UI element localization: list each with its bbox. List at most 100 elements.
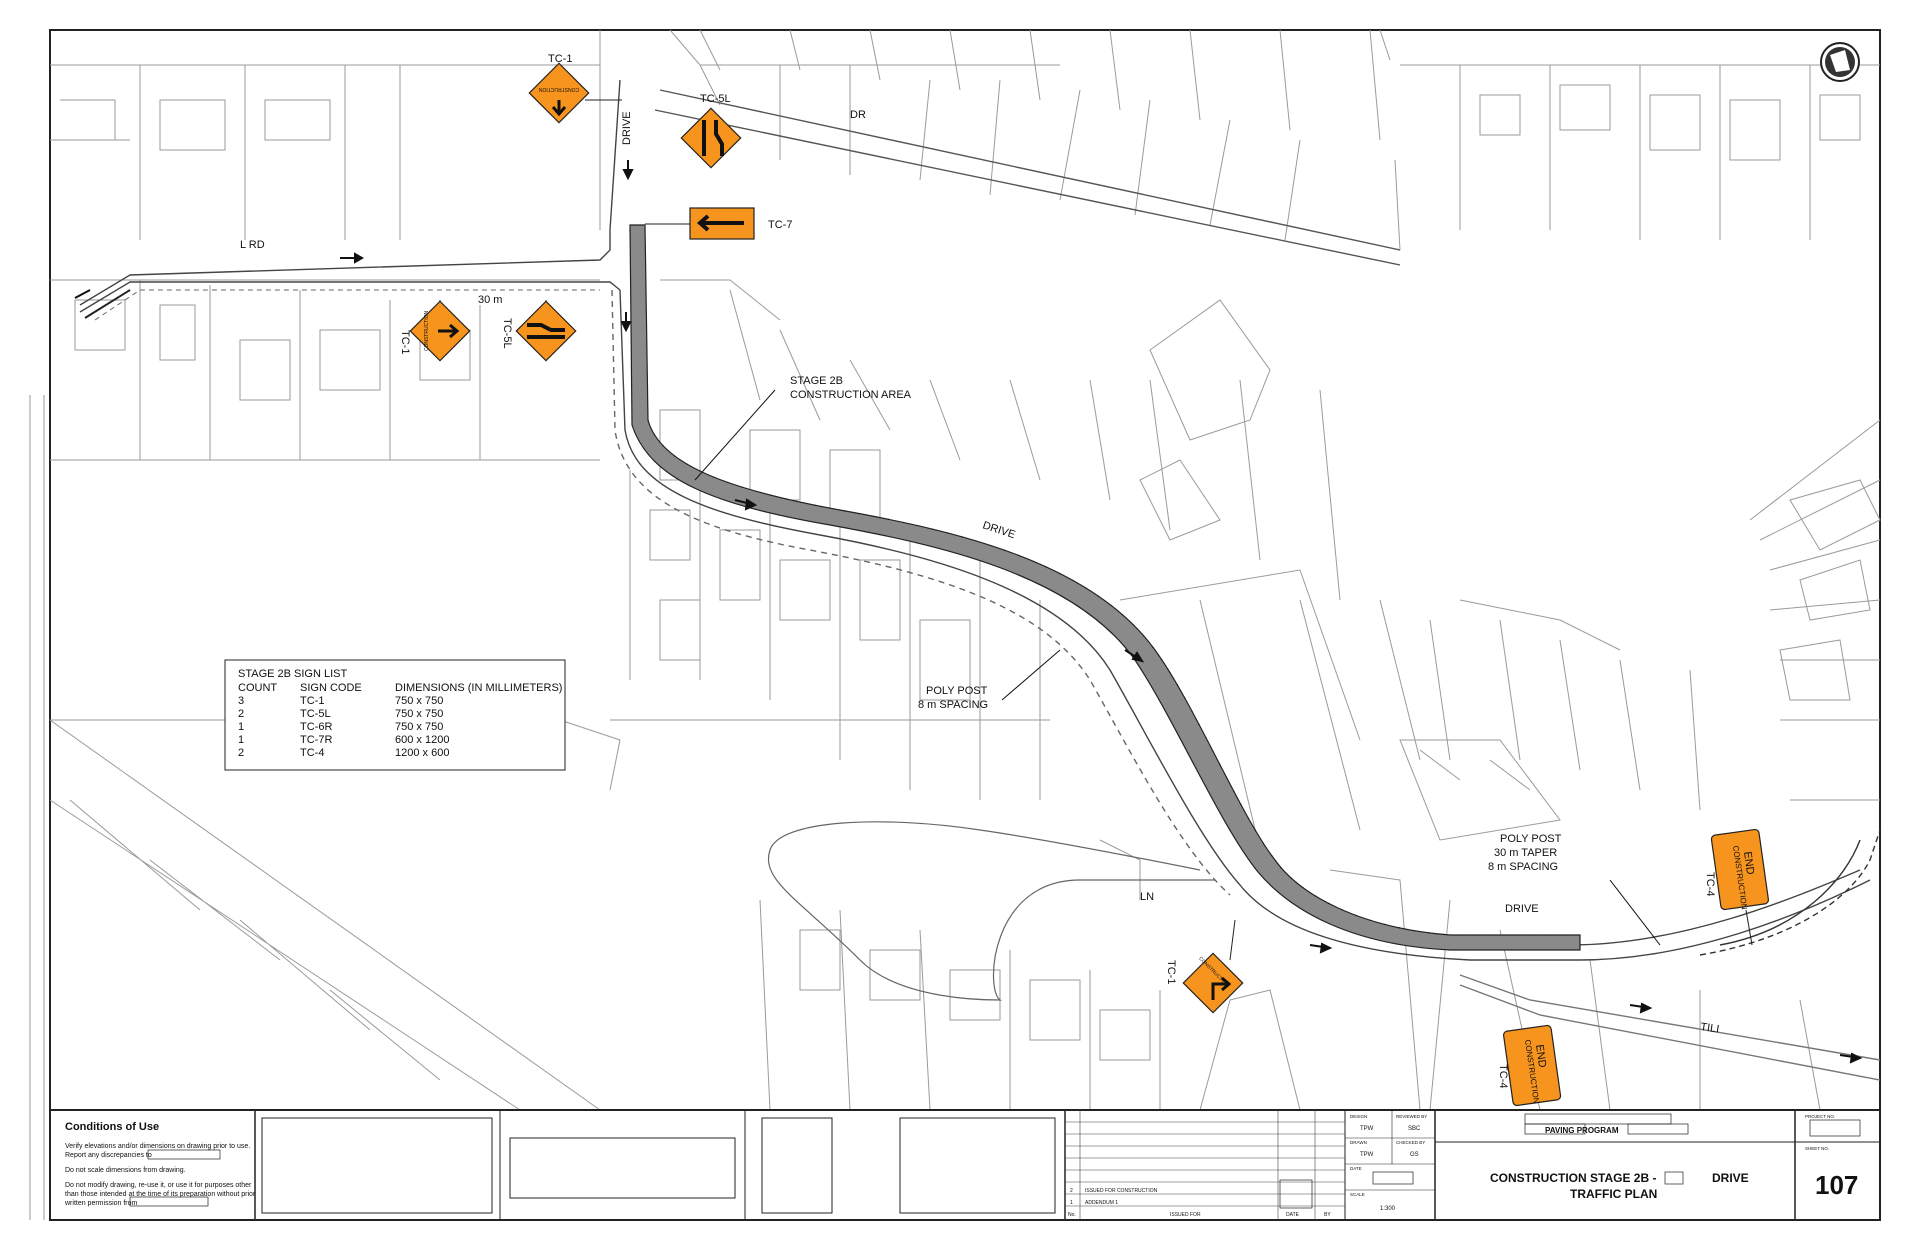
svg-text:TC-5L: TC-5L	[300, 708, 331, 720]
svg-text:TPW: TPW	[1360, 1126, 1374, 1132]
svg-text:TC-4: TC-4	[300, 747, 324, 759]
svg-text:DATE: DATE	[1350, 1166, 1362, 1171]
svg-text:than those intended at the tim: than those intended at the time of its p…	[65, 1191, 256, 1198]
sign-list-header-dims: DIMENSIONS (IN MILLIMETERS)	[395, 682, 562, 694]
svg-text:1: 1	[1070, 1200, 1073, 1206]
poly-post-right-label-1: POLY POST	[1500, 833, 1562, 845]
svg-text:TC-6R: TC-6R	[300, 721, 332, 733]
arrow-left-icon	[696, 214, 744, 232]
table-row: 1 TC-6R 750 x 750	[238, 721, 443, 733]
taper-dimension: 30 m	[478, 294, 502, 306]
drawing-title-line1: CONSTRUCTION STAGE 2B -	[1490, 1171, 1656, 1185]
road-label-l-rd: L RD	[240, 239, 265, 251]
drawing-title-line1b: DRIVE	[1712, 1171, 1749, 1185]
table-row: 3 TC-1 750 x 750	[238, 695, 443, 707]
svg-text:No.: No.	[1068, 1212, 1076, 1218]
svg-text:1: 1	[238, 734, 244, 746]
poly-post-right-label-3: 8 m SPACING	[1488, 861, 1558, 873]
revision-row-desc: ADDENDUM 1	[1085, 1200, 1118, 1206]
svg-text:1: 1	[238, 721, 244, 733]
svg-text:CHECKED BY: CHECKED BY	[1396, 1140, 1425, 1145]
svg-text:2: 2	[1070, 1188, 1073, 1194]
poly-post-right-label-2: 30 m TAPER	[1494, 847, 1557, 859]
svg-text:TC-7R: TC-7R	[300, 734, 332, 746]
svg-text:TC-7: TC-7	[768, 219, 792, 231]
svg-text:SBC: SBC	[1408, 1126, 1421, 1132]
stage-2b-construction-area	[629, 224, 1581, 951]
title-block	[50, 1109, 1880, 1220]
svg-text:SCALE: SCALE	[1350, 1192, 1365, 1197]
svg-text:1:300: 1:300	[1380, 1206, 1396, 1212]
svg-text:1200 x 600: 1200 x 600	[395, 747, 449, 759]
svg-text:750 x 750: 750 x 750	[395, 695, 443, 707]
sign-tc-7: TC-7	[645, 207, 792, 240]
svg-text:END: END	[1741, 851, 1756, 876]
svg-text:DATE: DATE	[1286, 1212, 1300, 1218]
sign-tc-5l-top: TC-5L	[680, 93, 742, 169]
road-label-lower-drive: DRIVE	[1505, 903, 1539, 915]
lane-shift-icon	[527, 323, 565, 339]
arrow-down-icon	[551, 100, 567, 117]
poly-post-mid-label-2: 8 m SPACING	[918, 699, 988, 711]
svg-text:GS: GS	[1410, 1152, 1419, 1158]
table-row: 2 TC-4 1200 x 600	[238, 747, 449, 759]
north-arrow-icon	[1820, 42, 1860, 82]
conditions-title: Conditions of Use	[65, 1121, 159, 1133]
svg-text:TC-5L: TC-5L	[700, 93, 731, 105]
sign-list-header-code: SIGN CODE	[300, 682, 362, 694]
sign-list-title: STAGE 2B SIGN LIST	[238, 668, 347, 680]
sign-tc-4-bottom: END CONSTRUCTION TC-4	[1497, 1024, 1562, 1107]
svg-text:CONSTRUCTION: CONSTRUCTION	[538, 86, 579, 92]
svg-text:ISSUED FOR: ISSUED FOR	[1170, 1212, 1201, 1218]
sign-tc-1-top: TC-1 CONSTRUCTION	[528, 53, 622, 124]
arrow-right-icon	[438, 323, 460, 339]
svg-text:TC-1: TC-1	[1165, 960, 1177, 984]
sign-list-table: STAGE 2B SIGN LIST COUNT SIGN CODE DIMEN…	[224, 659, 566, 771]
sign-tc-4-right: END CONSTRUCTION TC-4	[1704, 828, 1769, 946]
road-label-dr: DR	[850, 109, 866, 121]
svg-text:DESIGN: DESIGN	[1350, 1114, 1367, 1119]
poly-post-mid-label-1: POLY POST	[926, 685, 988, 697]
svg-text:3: 3	[238, 695, 244, 707]
svg-text:2: 2	[238, 747, 244, 759]
svg-text:SHEET NO.: SHEET NO.	[1805, 1146, 1829, 1151]
svg-text:2: 2	[238, 708, 244, 720]
svg-text:BY: BY	[1324, 1212, 1331, 1218]
svg-text:Verify elevations and/or dimen: Verify elevations and/or dimensions on d…	[65, 1143, 250, 1150]
svg-text:600 x 1200: 600 x 1200	[395, 734, 449, 746]
sheet-number: 107	[1815, 1170, 1858, 1200]
svg-text:750 x 750: 750 x 750	[395, 721, 443, 733]
svg-text:written permission from: written permission from	[64, 1200, 138, 1207]
svg-text:750 x 750: 750 x 750	[395, 708, 443, 720]
sign-list-header-count: COUNT	[238, 682, 277, 694]
svg-text:REVIEWED BY: REVIEWED BY	[1396, 1114, 1427, 1119]
table-row: 2 TC-5L 750 x 750	[238, 708, 443, 720]
road-label-ln: LN	[1140, 891, 1154, 903]
svg-text:DRAWN: DRAWN	[1350, 1140, 1367, 1145]
construction-area-label-2: CONSTRUCTION AREA	[790, 389, 912, 401]
svg-text:TC-1: TC-1	[548, 53, 572, 65]
sheet-border	[49, 29, 1881, 1221]
revision-row-desc: ISSUED FOR CONSTRUCTION	[1085, 1188, 1158, 1194]
svg-text:TC-4: TC-4	[1497, 1064, 1509, 1088]
svg-text:Do not scale dimensions from d: Do not scale dimensions from drawing.	[65, 1167, 186, 1174]
sign-tc-1-bottom: CONSTRUCTION TC-1	[1165, 919, 1244, 1014]
lane-shift-icon	[702, 120, 724, 156]
svg-text:TC-1: TC-1	[399, 330, 411, 354]
drawing-title-line2: TRAFFIC PLAN	[1570, 1187, 1657, 1201]
svg-text:TPW: TPW	[1360, 1152, 1374, 1158]
cul-de-sac-outline	[767, 821, 1215, 1001]
traffic-direction-arrows	[74, 160, 1863, 1064]
road-label-tili: TILI	[1700, 1021, 1720, 1036]
sign-tc-1-left: CONSTRUCTION TC-1	[399, 300, 471, 362]
table-row: 1 TC-7R 600 x 1200	[238, 734, 449, 746]
svg-text:Report any discrepancies to: Report any discrepancies to	[65, 1152, 152, 1159]
road-label-top-drive: DRIVE	[621, 111, 633, 145]
svg-text:Do not modify drawing, re-use: Do not modify drawing, re-use it, or use…	[65, 1182, 252, 1189]
arrow-turn-icon	[1211, 976, 1232, 1000]
construction-area-label-1: STAGE 2B	[790, 375, 843, 387]
svg-text:TC-1: TC-1	[300, 695, 324, 707]
svg-text:END: END	[1533, 1044, 1548, 1069]
svg-text:CONSTRUCTION: CONSTRUCTION	[424, 310, 430, 351]
